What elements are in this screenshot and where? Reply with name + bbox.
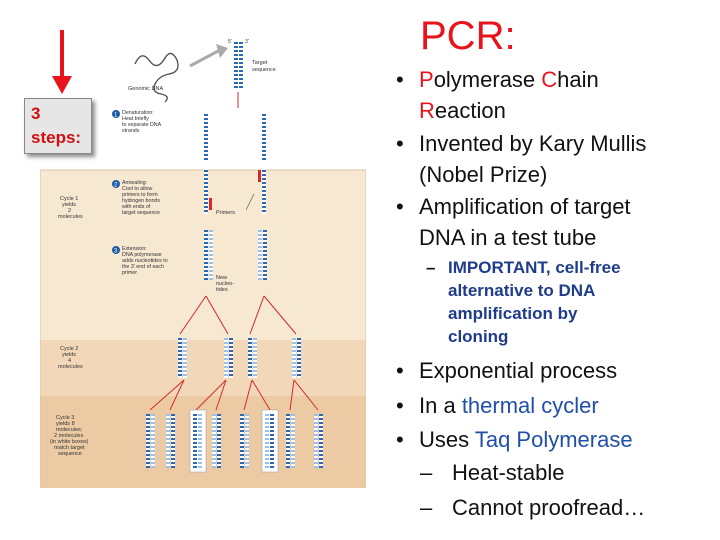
svg-text:yields: yields bbox=[62, 352, 76, 358]
svg-text:New: New bbox=[216, 275, 227, 281]
cycle1-band bbox=[40, 170, 366, 340]
svg-text:4: 4 bbox=[68, 358, 71, 364]
svg-text:hydrogen bonds: hydrogen bonds bbox=[122, 198, 160, 204]
svg-text:molecules: molecules bbox=[58, 364, 83, 370]
down-arrow-icon bbox=[52, 30, 72, 94]
svg-text:adds nucleotides to: adds nucleotides to bbox=[122, 258, 168, 264]
svg-text:Cycle 1: Cycle 1 bbox=[60, 196, 78, 202]
svg-text:match target: match target bbox=[54, 445, 85, 451]
svg-text:DNA polymerase: DNA polymerase bbox=[122, 252, 162, 258]
slide-title: PCR: bbox=[420, 14, 516, 58]
svg-text:2: 2 bbox=[68, 208, 71, 214]
svg-text:3': 3' bbox=[245, 39, 249, 45]
svg-text:Primers: Primers bbox=[216, 210, 235, 216]
svg-text:molecules: molecules bbox=[58, 214, 83, 220]
svg-text:3: 3 bbox=[114, 249, 118, 255]
svg-text:sequence: sequence bbox=[252, 67, 276, 73]
svg-text:Heat briefly: Heat briefly bbox=[122, 116, 149, 122]
svg-text:Denaturation:: Denaturation: bbox=[122, 110, 154, 116]
steps-callout: 3 steps: bbox=[24, 98, 92, 154]
svg-text:yields: yields bbox=[62, 202, 76, 208]
svg-text:(in white boxes): (in white boxes) bbox=[50, 439, 89, 445]
svg-text:5': 5' bbox=[228, 39, 232, 45]
svg-text:2: 2 bbox=[114, 183, 118, 189]
svg-text:2 molecules: 2 molecules bbox=[54, 433, 84, 439]
svg-text:yields 8: yields 8 bbox=[56, 421, 75, 427]
svg-text:with ends of: with ends of bbox=[122, 204, 151, 210]
svg-text:sequence: sequence bbox=[58, 451, 82, 457]
svg-text:primer: primer bbox=[122, 270, 137, 276]
svg-text:1: 1 bbox=[114, 113, 118, 119]
svg-text:target sequence: target sequence bbox=[122, 210, 160, 216]
svg-text:primers to form: primers to form bbox=[122, 192, 158, 198]
pcr-diagram: Genomic DNA 5' 3' Target sequence 1 Dena… bbox=[40, 39, 366, 488]
svg-text:Cool to allow: Cool to allow bbox=[122, 186, 152, 192]
svg-text:Extension:: Extension: bbox=[122, 246, 147, 252]
svg-text:the 3' end of each: the 3' end of each bbox=[122, 264, 164, 270]
svg-text:Target: Target bbox=[252, 60, 268, 66]
svg-text:nucleo-: nucleo- bbox=[216, 281, 234, 287]
svg-text:to separate DNA: to separate DNA bbox=[122, 122, 162, 128]
steps-label: 3 steps: bbox=[31, 104, 82, 147]
cycle2-band bbox=[40, 340, 366, 396]
svg-text:tides: tides bbox=[216, 287, 228, 293]
svg-text:Cycle 3: Cycle 3 bbox=[56, 415, 74, 421]
svg-text:molecules;: molecules; bbox=[56, 427, 83, 433]
svg-text:Cycle 2: Cycle 2 bbox=[60, 346, 78, 352]
svg-text:strands: strands bbox=[122, 128, 140, 134]
svg-text:Genomic DNA: Genomic DNA bbox=[128, 86, 163, 92]
svg-text:Annealing:: Annealing: bbox=[122, 180, 147, 186]
genomic-dna-squiggle bbox=[134, 52, 179, 103]
